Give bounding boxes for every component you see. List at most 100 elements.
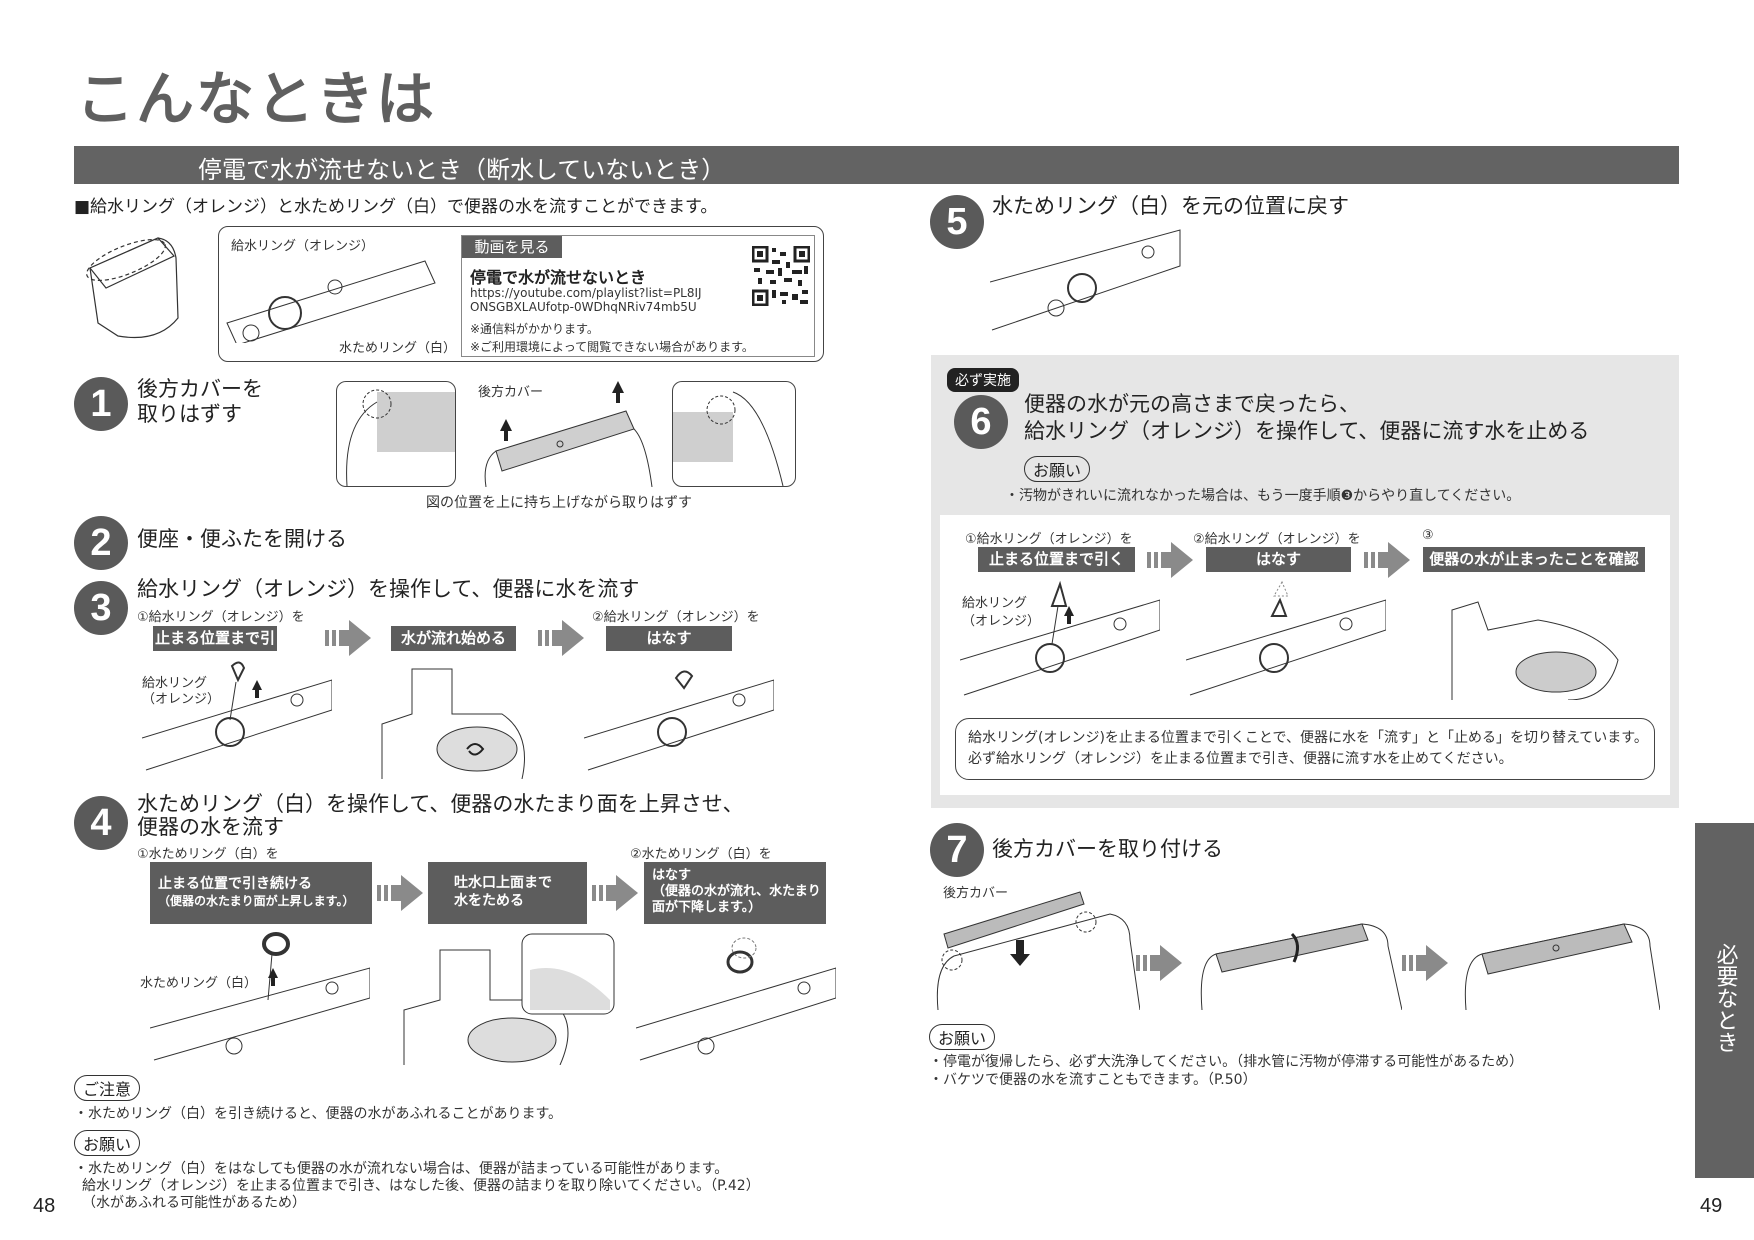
step-3-sub2: ②給水リング（オレンジ）を xyxy=(592,610,760,625)
step-4-number: 4 xyxy=(74,796,128,850)
step-6-label-release: はなす xyxy=(1206,547,1351,572)
request-pill-left: お願い xyxy=(74,1130,141,1156)
step-3-figure-label-line2: （オレンジ） xyxy=(142,692,221,707)
step-1-main-illustration: 後方カバー xyxy=(456,381,672,487)
label-supply-ring: 給水リング（オレンジ） xyxy=(231,239,375,254)
step-3-label-water-flows: 水が流れ始める xyxy=(391,626,516,651)
caution-text: ・水ためリング（白）を引き続けると、便器の水があふれることがあります。 xyxy=(74,1106,563,1122)
step-4-figure-label: 水ためリング（白） xyxy=(140,976,258,991)
request-left-line3: （水があふれる可能性があるため） xyxy=(82,1195,306,1211)
arrow-right-icon xyxy=(1364,542,1410,578)
step-6-figure-label-line2: （オレンジ） xyxy=(962,614,1041,629)
step-5-heading: 水ためリング（白）を元の位置に戻す xyxy=(992,194,1349,218)
step-4-label-keep-pulling: 止まる位置で引き続ける （便器の水たまり面が上昇します。） xyxy=(150,862,372,924)
video-note-env: ※ご利用環境によって閲覧できない場合があります。 xyxy=(470,340,754,354)
request-pill-right: お願い xyxy=(929,1024,996,1050)
arrow-right-icon xyxy=(538,620,584,656)
step-4-heading-line2: 便器の水を流す xyxy=(137,815,284,839)
page-number-left: 48 xyxy=(33,1195,56,1217)
step-3-number: 3 xyxy=(74,581,128,635)
arrow-right-icon xyxy=(1402,945,1448,981)
step-6-fig-pull-illustration xyxy=(960,580,1160,696)
step-7-fig-attach-illustration xyxy=(936,891,1140,1010)
step-6-sub3: ③ xyxy=(1422,528,1434,543)
arrow-right-icon xyxy=(325,620,371,656)
step-7-heading: 後方カバーを取り付ける xyxy=(992,837,1223,861)
step-6-heading-line1: 便器の水が元の高さまで戻ったら、 xyxy=(1024,392,1360,416)
page-number-right: 49 xyxy=(1700,1195,1723,1217)
request-pill-step6: お願い xyxy=(1024,456,1091,482)
section-header-bar: 停電で水が流せないとき（断水していないとき） xyxy=(74,146,1679,184)
step-4-label-fill-water-line1: 吐水口上面まで xyxy=(454,875,552,891)
caution-pill: ご注意 xyxy=(74,1075,141,1101)
step-6-figure-label-line1: 給水リング xyxy=(962,596,1028,611)
video-title: 停電で水が流せないとき xyxy=(470,268,647,287)
step-7-fig-press-illustration xyxy=(1200,923,1402,1010)
section-header-text: 停電で水が流せないとき（断水していないとき） xyxy=(198,156,726,184)
step-3-figure-label-line1: 給水リング xyxy=(142,676,208,691)
arrow-right-icon xyxy=(592,875,638,911)
page-title: こんなときは xyxy=(76,65,437,133)
video-url-line2[interactable]: ONSGBXLAUfotp-0WDhqNRiv74mb5U xyxy=(470,300,697,314)
step-4-fig-pull-illustration xyxy=(150,932,370,1061)
video-note-fee: ※通信料がかかります。 xyxy=(470,322,599,336)
request-left-line2: 給水リング（オレンジ）を止まる位置まで引き、はなした後、便器の詰まりを取り除いて… xyxy=(82,1178,760,1194)
step-2-heading: 便座・便ふたを開ける xyxy=(137,527,347,551)
intro-text: ■給水リング（オレンジ）と水ためリング（白）で便器の水を流すことができます。 xyxy=(74,197,718,217)
step-7-number: 7 xyxy=(930,823,984,877)
step-6-info-line1: 給水リング(オレンジ)を止まる位置まで引くことで、便器に水を「流す」と「止める」… xyxy=(968,730,1648,746)
request-left-line1: ・水ためリング（白）をはなしても便器の水が流れない場合は、便器が詰まっている可能… xyxy=(74,1161,729,1177)
video-url-line1[interactable]: https://youtube.com/playlist?list=PL8IJ xyxy=(470,286,702,300)
step-4-label-keep-pulling-line1: 止まる位置で引き続ける xyxy=(158,876,312,892)
step-5-number: 5 xyxy=(930,195,984,249)
step-6-fig-release-illustration xyxy=(1186,580,1386,696)
step-4-sub2: ②水ためリング（白）を xyxy=(630,847,772,862)
arrow-right-icon xyxy=(1147,542,1193,578)
step-2-number: 2 xyxy=(74,516,128,570)
step-6-heading-line2: 給水リング（オレンジ）を操作して、便器に流す水を止める xyxy=(1024,419,1590,443)
step-4-heading-line1: 水ためリング（白）を操作して、便器の水たまり面を上昇させ、 xyxy=(137,792,744,816)
step-4-fig-release-illustration xyxy=(636,937,836,1061)
step-6-info-box: 給水リング(オレンジ)を止まる位置まで引くことで、便器に水を「流す」と「止める」… xyxy=(955,718,1655,780)
step-6-sub2: ②給水リング（オレンジ）を xyxy=(1193,532,1361,547)
overview-callout-box: 給水リング（オレンジ） 水ためリング（白） 動画を見る 停電で水が流せないとき … xyxy=(218,226,824,362)
video-link-box[interactable]: 動画を見る 停電で水が流せないとき https://youtube.com/pl… xyxy=(461,235,815,357)
step-4-label-release-line2: （便器の水が流れ、水たまり xyxy=(652,884,821,899)
step-4-label-release-line3: 面が下降します。） xyxy=(652,900,762,915)
arrow-right-icon xyxy=(377,875,423,911)
watch-video-badge: 動画を見る xyxy=(462,236,562,258)
step-6-request-note: ・汚物がきれいに流れなかった場合は、もう一度手順❸からやり直してください。 xyxy=(1005,488,1521,504)
step-1-heading-line2: 取りはずす xyxy=(137,402,242,426)
step-1-figure-label: 後方カバー xyxy=(478,385,544,400)
step-6-label-pull: 止まる位置まで引く xyxy=(978,547,1135,572)
side-tab-label: 必要なとき xyxy=(1712,943,1738,1053)
step-3-fig-release-illustration xyxy=(584,670,774,771)
step-3-label-pull: 止まる位置まで引く xyxy=(153,626,277,672)
step-7-fig-done-illustration xyxy=(1464,923,1660,1010)
step-4-label-fill-water: 吐水口上面まで 水をためる xyxy=(428,862,587,924)
request-right-line2: ・バケツで便器の水を流すこともできます。（P.50） xyxy=(929,1072,1257,1088)
step-4-label-release-line1: はなす xyxy=(652,868,692,883)
step-1-detail-left xyxy=(336,381,456,487)
step-3-heading: 給水リング（オレンジ）を操作して、便器に水を流す xyxy=(137,577,640,601)
step-1-heading-line1: 後方カバーを xyxy=(137,377,263,401)
request-right-line1: ・停電が復帰したら、必ず大洗浄してください。（排水管に汚物が停滞する可能性がある… xyxy=(929,1054,1524,1070)
step-3-fig-flow-illustration xyxy=(381,668,525,779)
label-tank-ring: 水ためリング（白） xyxy=(339,341,457,356)
step-4-fig-fill-illustration xyxy=(403,933,615,1065)
step-7-figure-label: 後方カバー xyxy=(943,886,1009,901)
step-1-detail-right xyxy=(672,381,796,487)
arrow-right-icon xyxy=(1136,945,1182,981)
step-1-number: 1 xyxy=(74,377,128,431)
step-3-fig-pull-illustration xyxy=(142,661,332,771)
qr-code-icon[interactable] xyxy=(752,246,810,306)
step-3-label-release: はなす xyxy=(606,626,732,651)
step-4-sub1: ①水ためリング（白）を xyxy=(137,847,279,862)
step-6-label-confirm: 便器の水が止まったことを確認 xyxy=(1423,547,1645,572)
step-6-fig-confirm-illustration xyxy=(1451,601,1619,700)
tank-mechanism-illustration xyxy=(226,260,436,343)
step-6-sub1: ①給水リング（オレンジ）を xyxy=(965,532,1133,547)
toilet-overview-illustration xyxy=(78,228,218,348)
step-1-caption: 図の位置を上に持ち上げながら取りはずす xyxy=(426,495,692,511)
side-tab[interactable]: 必要なとき xyxy=(1695,823,1754,1178)
